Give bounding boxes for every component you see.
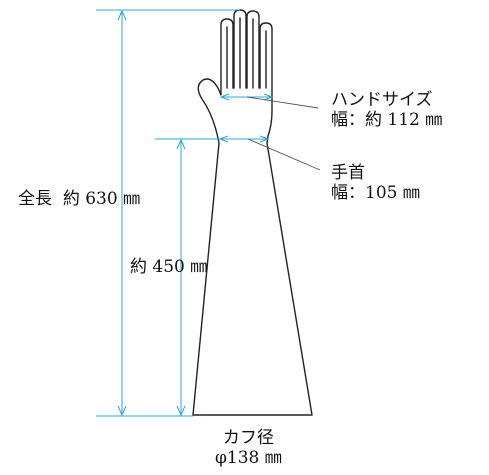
arrow-down [176, 405, 186, 417]
inner-length-label: 約 450 ㎜ [130, 257, 207, 277]
wrist-title: 手首 [331, 163, 365, 183]
cuff-label: カフ径 φ138 ㎜ [215, 428, 282, 468]
hand-width-dimension [219, 93, 274, 101]
wrist-leader-line [247, 138, 321, 171]
hand-size-title: ハンドサイズ [331, 90, 433, 110]
total-length-label: 全長 約 630 ㎜ [18, 189, 140, 209]
wrist-value: 幅：105 ㎜ [331, 183, 420, 203]
glove-body [192, 9, 313, 416]
arrow-left [219, 93, 230, 101]
arrow-up [117, 9, 127, 21]
arrow-right [259, 135, 270, 143]
arrow-down [117, 405, 127, 417]
wrist-label: 手首 幅：105 ㎜ [331, 163, 420, 203]
arrow-right [263, 93, 274, 101]
hand-size-value: 幅：約 112 ㎜ [331, 110, 443, 130]
glove-outline [192, 9, 313, 416]
hand-leader-line [246, 96, 319, 109]
inner-length-value: 約 450 ㎜ [130, 257, 208, 277]
wrist-width-dimension [218, 135, 270, 143]
arrow-left [218, 135, 229, 143]
leader-lines [246, 96, 321, 171]
extension-lines [96, 9, 240, 417]
total-length-dimension [117, 9, 127, 417]
arrow-up [176, 138, 186, 150]
total-length-title: 全長 [18, 189, 52, 209]
cuff-value: φ138 ㎜ [215, 448, 282, 468]
inner-length-dimension [176, 138, 186, 417]
cuff-title: カフ径 [222, 428, 274, 448]
hand-size-label: ハンドサイズ 幅：約 112 ㎜ [331, 90, 442, 130]
total-length-value: 約 630 ㎜ [62, 189, 141, 209]
